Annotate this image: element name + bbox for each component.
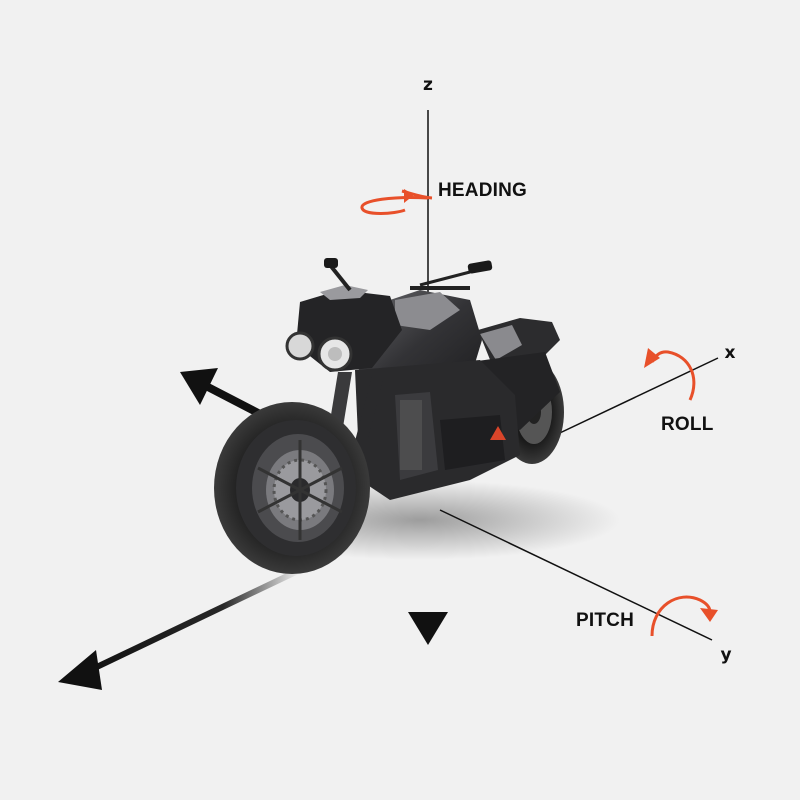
x-axis-line: [544, 357, 719, 441]
roll-label: ROLL: [661, 414, 714, 435]
brand-accent: [490, 426, 506, 440]
y-axis-line: [439, 509, 713, 641]
motorcycle-icon: [214, 258, 564, 574]
roll-rotation-icon: [644, 348, 696, 401]
pitch-rotation-icon: [650, 595, 718, 637]
forward-arrow-icon: [58, 567, 302, 690]
y-axis-label: y: [720, 645, 731, 665]
left-arrow-icon: [180, 368, 264, 419]
z-axis-label: z: [423, 75, 433, 95]
x-axis-label: x: [725, 343, 736, 363]
pitch-label: PITCH: [576, 610, 634, 631]
down-arrow-icon: [408, 528, 448, 645]
headlight-left: [285, 331, 315, 361]
heading-rotation-icon: [360, 189, 433, 215]
heading-label: HEADING: [438, 180, 527, 201]
